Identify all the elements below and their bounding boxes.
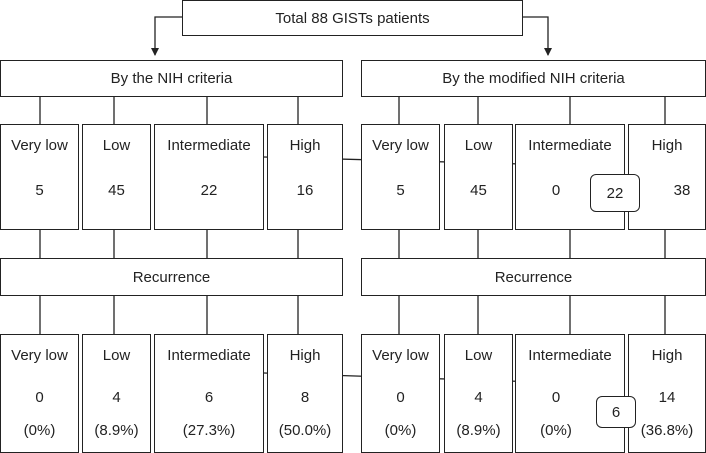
total-patients-label: Total 88 GISTs patients [275, 9, 430, 27]
category-count: 38 [673, 182, 691, 199]
left-recurrence-high: High 8 (50.0%) [267, 334, 343, 453]
category-name: Intermediate [528, 137, 612, 154]
left-recurrence-very-low: Very low 0 (0%) [0, 334, 79, 453]
category-name: Very low [372, 137, 429, 154]
right-recurrence-very-low: Very low 0 (0%) [361, 334, 440, 453]
right-recurrence-intermediate: Intermediate 0 (0%) [515, 334, 625, 453]
recurrence-percent: (50.0%) [278, 422, 332, 439]
left-recurrence-intermediate: Intermediate 6 (27.3%) [154, 334, 264, 453]
recurrence-name: High [651, 347, 683, 364]
recurrence-percent: (8.9%) [94, 422, 139, 439]
left-category-intermediate: Intermediate 22 [154, 124, 264, 230]
category-name: Low [102, 137, 131, 154]
category-count: 16 [296, 182, 314, 199]
category-name: High [651, 137, 683, 154]
transfer-count-top: 22 [606, 184, 624, 202]
arrow-to-right-header [523, 16, 552, 56]
recurrence-count: 0 [396, 389, 405, 406]
category-count: 0 [551, 182, 561, 199]
recurrence-count: 14 [658, 389, 676, 406]
category-name: Low [464, 137, 493, 154]
right-category-very-low: Very low 5 [361, 124, 440, 230]
recurrence-percent: (36.8%) [640, 422, 694, 439]
right-recurrence-high: High 14 (36.8%) [628, 334, 706, 453]
recurrence-count: 6 [204, 389, 214, 406]
category-name: High [289, 137, 321, 154]
left-recurrence-low: Low 4 (8.9%) [82, 334, 151, 453]
category-name: Intermediate [167, 137, 251, 154]
recurrence-label: Recurrence [494, 268, 573, 286]
recurrence-name: Intermediate [528, 347, 612, 364]
recurrence-percent: (0%) [23, 422, 56, 439]
right-recurrence-header: Recurrence [361, 258, 706, 296]
left-category-high: High 16 [267, 124, 343, 230]
recurrence-label: Recurrence [132, 268, 211, 286]
recurrence-name: Low [464, 347, 493, 364]
right-category-high: High 38 [628, 124, 706, 230]
recurrence-percent: (27.3%) [182, 422, 236, 439]
category-count: 45 [470, 182, 487, 199]
transfer-count-bottom: 6 [611, 403, 621, 421]
nih-criteria-label: By the NIH criteria [110, 70, 233, 87]
left-category-low: Low 45 [82, 124, 151, 230]
recurrence-count: 4 [474, 389, 483, 406]
recurrence-name: Intermediate [167, 347, 251, 364]
recurrence-percent: (8.9%) [456, 422, 501, 439]
total-patients-box: Total 88 GISTs patients [182, 0, 523, 36]
left-recurrence-header: Recurrence [0, 258, 343, 296]
category-count: 5 [35, 182, 44, 199]
recurrence-count: 8 [300, 389, 310, 406]
recurrence-name: Very low [11, 347, 68, 364]
modified-nih-criteria-label: By the modified NIH criteria [442, 70, 625, 87]
modified-nih-criteria-header: By the modified NIH criteria [361, 60, 706, 97]
nih-criteria-header: By the NIH criteria [0, 60, 343, 97]
recurrence-name: Very low [372, 347, 429, 364]
recurrence-count: 0 [35, 389, 44, 406]
category-count: 5 [396, 182, 405, 199]
right-category-low: Low 45 [444, 124, 513, 230]
category-name: Very low [11, 137, 68, 154]
recurrence-name: Low [102, 347, 131, 364]
recurrence-count: 4 [112, 389, 121, 406]
recurrence-percent: (0%) [384, 422, 417, 439]
arrow-to-left-header [151, 16, 182, 56]
transfer-badge-top: 22 [590, 174, 640, 212]
transfer-badge-bottom: 6 [596, 396, 636, 428]
category-count: 45 [108, 182, 125, 199]
recurrence-percent: (0%) [540, 422, 572, 439]
recurrence-count: 0 [551, 389, 561, 406]
category-count: 22 [200, 182, 218, 199]
left-category-very-low: Very low 5 [0, 124, 79, 230]
recurrence-name: High [289, 347, 321, 364]
right-recurrence-low: Low 4 (8.9%) [444, 334, 513, 453]
